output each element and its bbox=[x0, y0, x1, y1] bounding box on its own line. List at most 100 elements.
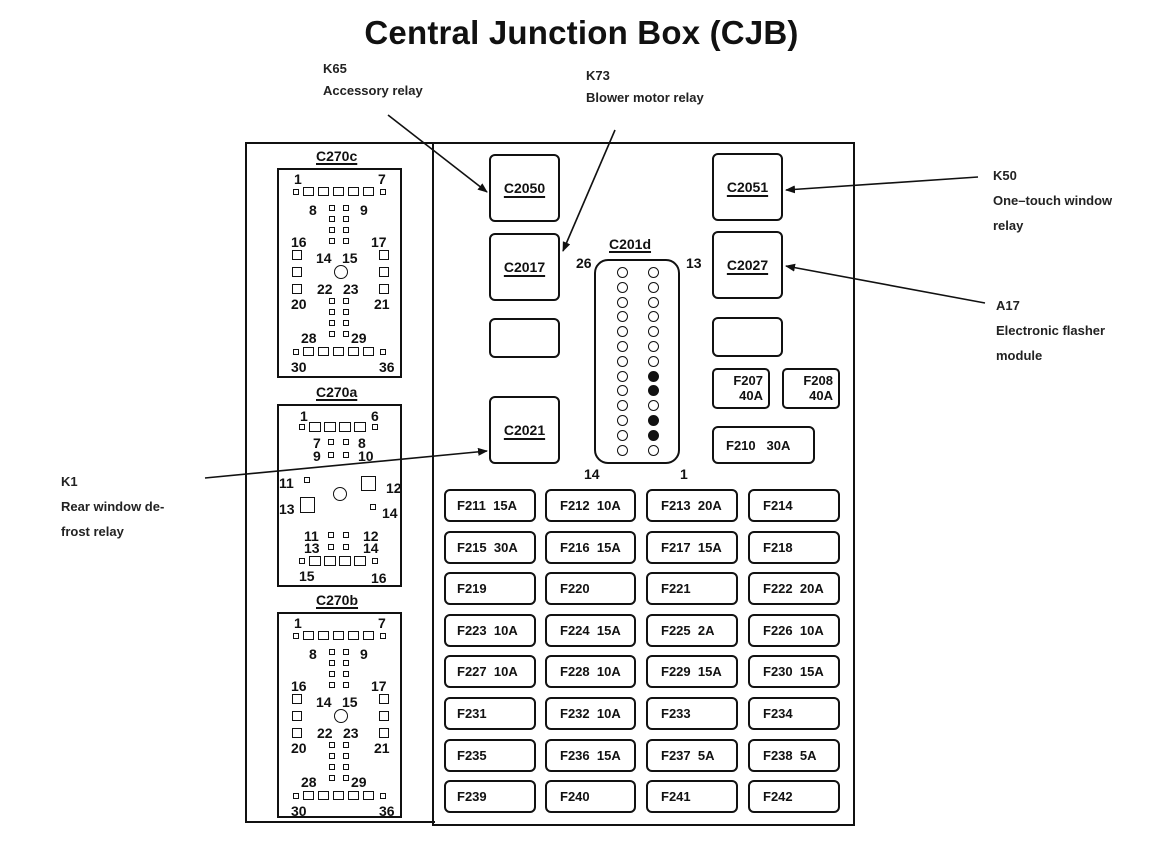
pin-label: 28 bbox=[301, 774, 317, 790]
fuse-f208[interactable]: F208 40A bbox=[782, 368, 840, 409]
connector-pin bbox=[343, 753, 349, 759]
fuse-f210[interactable]: F210 30A bbox=[712, 426, 815, 464]
connector-pin bbox=[343, 205, 349, 211]
relay-label: C2051 bbox=[726, 179, 769, 195]
fuse-amp: 10A bbox=[493, 622, 518, 638]
fuse-amp: 2A bbox=[697, 622, 715, 638]
pin-label: 23 bbox=[343, 281, 359, 297]
fuse-id: F217 bbox=[661, 539, 691, 555]
terminal-pin-left bbox=[617, 400, 628, 412]
fuse-f233[interactable]: F233 bbox=[646, 697, 738, 730]
connector-pin bbox=[299, 558, 305, 564]
fuse-id: F212 bbox=[560, 498, 590, 513]
fuse-f231[interactable]: F231 bbox=[444, 697, 536, 730]
pin-label: 36 bbox=[379, 359, 395, 375]
fuse-id: F238 bbox=[763, 747, 793, 763]
connector-c201d-title: C201d bbox=[609, 236, 652, 252]
pin-label: 36 bbox=[379, 803, 395, 819]
connector-pin bbox=[300, 497, 315, 513]
fuse-id: F210 bbox=[726, 437, 756, 453]
fuse-f216[interactable]: F216 15A bbox=[545, 530, 636, 564]
fuse-f228[interactable]: F228 10A bbox=[545, 655, 636, 689]
connector-pin bbox=[343, 671, 349, 677]
pin-label: 11 bbox=[304, 528, 319, 544]
connector-pin bbox=[328, 439, 334, 445]
fuse-id: F211 bbox=[457, 498, 486, 513]
relay-c2050[interactable]: C2050 bbox=[489, 154, 560, 222]
terminal-pin-right bbox=[648, 281, 659, 293]
fuse-f242[interactable]: F242 bbox=[748, 780, 840, 814]
connector-c270a-title: C270a bbox=[316, 384, 358, 400]
callout-code: K65 bbox=[323, 61, 347, 76]
fuse-f230[interactable]: F230 15A bbox=[748, 655, 840, 689]
fuse-f215[interactable]: F215 30A bbox=[444, 530, 536, 564]
fuse-f232[interactable]: F232 10A bbox=[545, 697, 636, 730]
connector-pin bbox=[292, 284, 302, 294]
fuse-f225[interactable]: F225 2A bbox=[646, 613, 738, 647]
connector-pin bbox=[343, 309, 349, 315]
fuse-amp: 15A bbox=[596, 622, 621, 638]
connector-pin bbox=[299, 424, 305, 430]
connector-pin bbox=[329, 682, 335, 688]
fuse-f239[interactable]: F239 bbox=[444, 780, 536, 814]
fuse-amp: 5A bbox=[799, 747, 817, 763]
relay-blank-right[interactable] bbox=[712, 317, 783, 357]
connector-pin bbox=[318, 187, 329, 196]
fuse-f219[interactable]: F219 bbox=[444, 572, 536, 606]
fuse-f223[interactable]: F223 10A bbox=[444, 613, 536, 647]
connector-pin bbox=[343, 764, 349, 770]
connector-pin bbox=[329, 205, 335, 211]
fuse-f234[interactable]: F234 bbox=[748, 697, 840, 730]
pin-label: 29 bbox=[351, 330, 367, 346]
connector-pin bbox=[329, 227, 335, 233]
connector-pin bbox=[343, 320, 349, 326]
fuse-id: F224 bbox=[560, 622, 590, 638]
fuse-amp: 20A bbox=[799, 581, 824, 597]
pin-label: 6 bbox=[371, 408, 379, 424]
callout-a17: A17 Electronic flasher module bbox=[996, 293, 1105, 368]
fuse-f211[interactable]: F211 15A bbox=[444, 489, 536, 522]
fuse-f220[interactable]: F220 bbox=[545, 572, 636, 606]
fuse-f207[interactable]: F207 40A bbox=[712, 368, 770, 409]
fuse-f226[interactable]: F226 10A bbox=[748, 613, 840, 647]
relay-c2027[interactable]: C2027 bbox=[712, 231, 783, 299]
connector-pin bbox=[329, 775, 335, 781]
connector-pin bbox=[343, 544, 349, 550]
connector-pin bbox=[343, 298, 349, 304]
fuse-f236[interactable]: F236 15A bbox=[545, 738, 636, 772]
fuse-f224[interactable]: F224 15A bbox=[545, 613, 636, 647]
fuse-f229[interactable]: F229 15A bbox=[646, 655, 738, 689]
relay-c2051[interactable]: C2051 bbox=[712, 153, 783, 221]
fuse-f222[interactable]: F222 20A bbox=[748, 572, 840, 606]
connector-pin bbox=[348, 631, 359, 640]
pin-label: 17 bbox=[371, 234, 387, 250]
relay-c2017[interactable]: C2017 bbox=[489, 233, 560, 301]
fuse-f238[interactable]: F238 5A bbox=[748, 738, 840, 772]
fuse-f213[interactable]: F213 20A bbox=[646, 489, 738, 522]
connector-pin bbox=[343, 216, 349, 222]
fuse-f221[interactable]: F221 bbox=[646, 572, 738, 606]
pin-label: 22 bbox=[317, 725, 333, 741]
pin-label: 1 bbox=[294, 171, 302, 187]
fuse-id: F229 bbox=[661, 664, 691, 680]
connector-pin bbox=[379, 267, 389, 277]
fuse-f235[interactable]: F235 bbox=[444, 738, 536, 772]
fuse-f217[interactable]: F217 15A bbox=[646, 530, 738, 564]
fuse-f241[interactable]: F241 bbox=[646, 780, 738, 814]
fuse-f227[interactable]: F227 10A bbox=[444, 655, 536, 689]
connector-pin bbox=[293, 189, 299, 195]
fuse-id: F241 bbox=[661, 789, 691, 805]
fuse-f237[interactable]: F237 5A bbox=[646, 738, 738, 772]
connector-pin bbox=[329, 671, 335, 677]
connector-pin bbox=[333, 631, 344, 640]
pin-label: 26 bbox=[576, 255, 592, 271]
relay-blank-left[interactable] bbox=[489, 318, 560, 358]
relay-c2021[interactable]: C2021 bbox=[489, 396, 560, 464]
callout-k65: K65 Accessory relay bbox=[323, 58, 423, 102]
fuse-f214[interactable]: F214 bbox=[748, 489, 840, 522]
fuse-f218[interactable]: F218 bbox=[748, 530, 840, 564]
fuse-f240[interactable]: F240 bbox=[545, 780, 636, 814]
fuse-f212[interactable]: F212 10A bbox=[545, 489, 636, 522]
connector-pin bbox=[348, 347, 359, 356]
